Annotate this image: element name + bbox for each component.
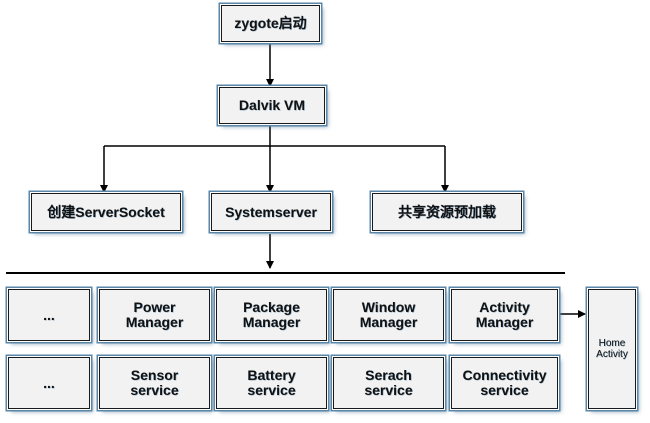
service-label: Connectivity — [462, 367, 547, 384]
service-label: Battery — [247, 367, 296, 384]
home-label: Activity — [596, 349, 628, 360]
service-label: Manager — [125, 314, 184, 330]
home-label: Home — [598, 338, 626, 349]
service-label: Sensor — [130, 367, 179, 384]
service-label: ... — [43, 374, 55, 391]
service-label: Activity — [479, 299, 530, 316]
service-label: service — [480, 382, 529, 398]
service-ellipsis-1: ... — [8, 289, 90, 341]
service-label: ... — [43, 306, 55, 323]
dalvik-vm-node: Dalvik VM — [219, 87, 325, 124]
service-label: Power — [133, 299, 176, 316]
service-label: Manager — [242, 314, 301, 330]
server-socket-node: 创建ServerSocket — [31, 193, 181, 231]
systemserver-node: Systemserver — [211, 193, 331, 231]
service-label: service — [364, 382, 413, 398]
service-label: Window — [361, 299, 416, 316]
preload-node: 共享资源预加载 — [372, 193, 522, 231]
service-label: service — [247, 382, 296, 398]
service-ellipsis-2: ... — [8, 357, 90, 409]
zygote-node: zygote启动 — [221, 5, 320, 42]
service-label: Package — [243, 299, 300, 316]
service-label: Serach — [365, 367, 412, 384]
service-label: Manager — [359, 314, 418, 330]
service-label: service — [130, 382, 179, 398]
service-label: Manager — [475, 314, 534, 330]
